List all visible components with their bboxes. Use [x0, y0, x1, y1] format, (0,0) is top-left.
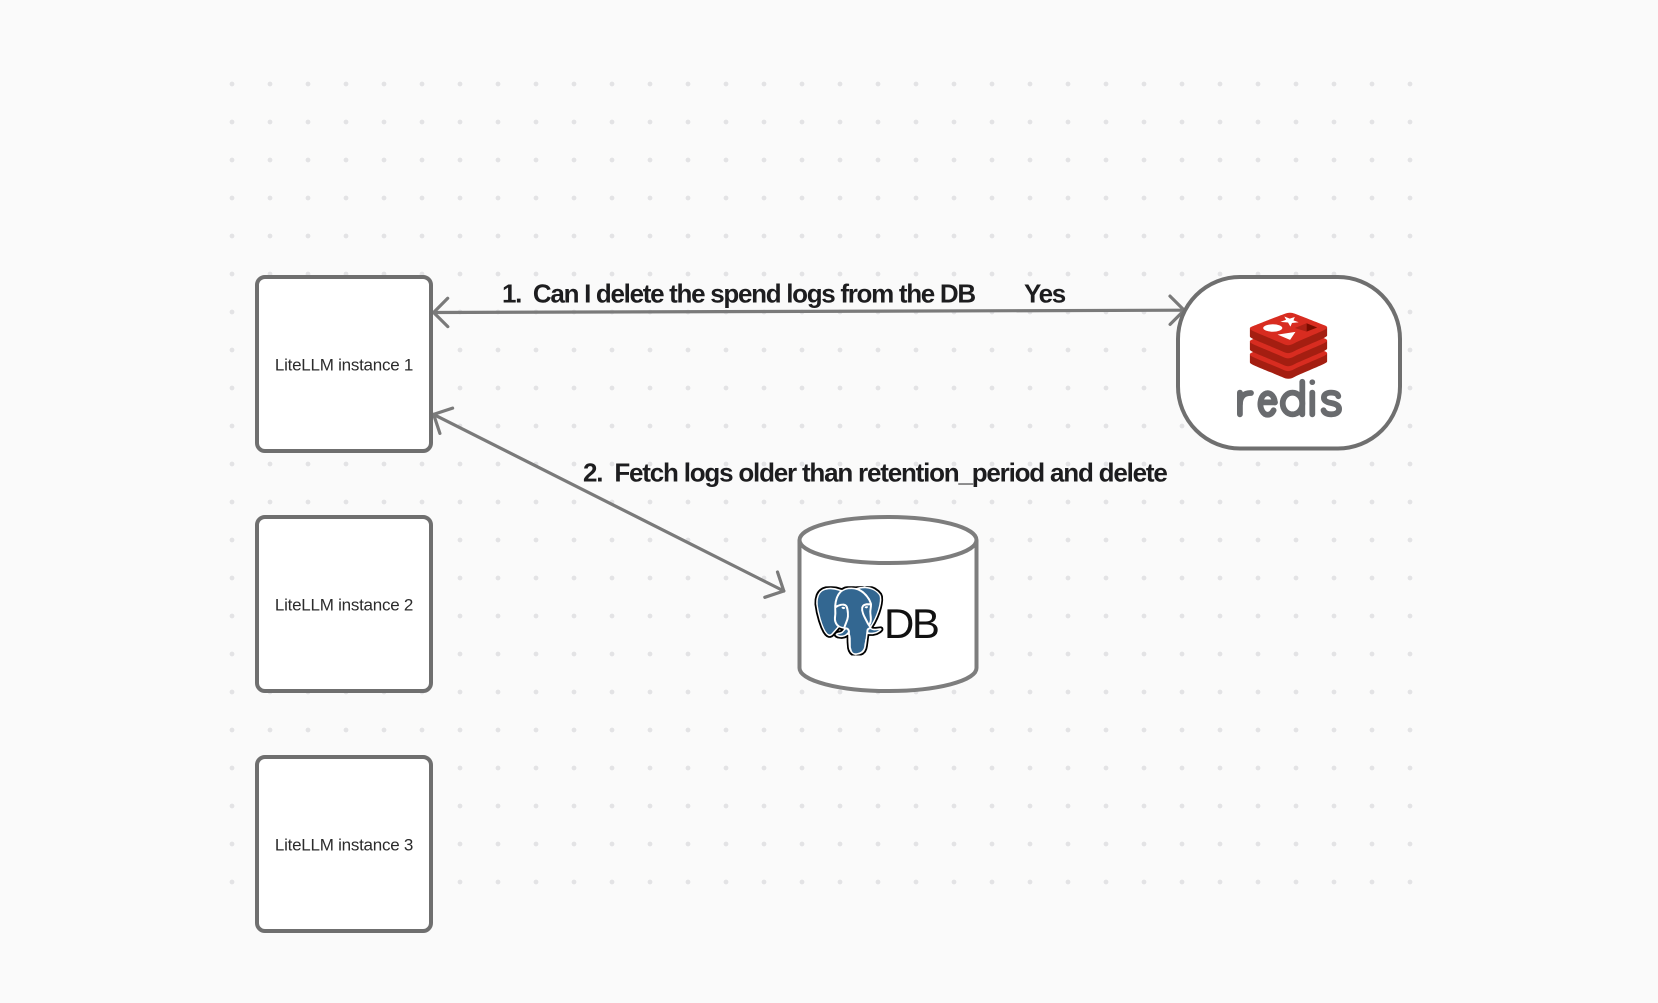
svg-text:LiteLLM instance 3: LiteLLM instance 3: [275, 836, 413, 855]
svg-text:DB: DB: [884, 600, 938, 647]
svg-text:LiteLLM instance 1: LiteLLM instance 1: [275, 356, 413, 375]
svg-text:2. Fetch logs older than rete: 2. Fetch logs older than retention_perio…: [583, 457, 1167, 487]
svg-text:Yes: Yes: [1024, 279, 1066, 309]
svg-text:1. Can I delete the spend log: 1. Can I delete the spend logs from the …: [502, 279, 975, 309]
svg-text:LiteLLM instance 2: LiteLLM instance 2: [275, 596, 413, 615]
